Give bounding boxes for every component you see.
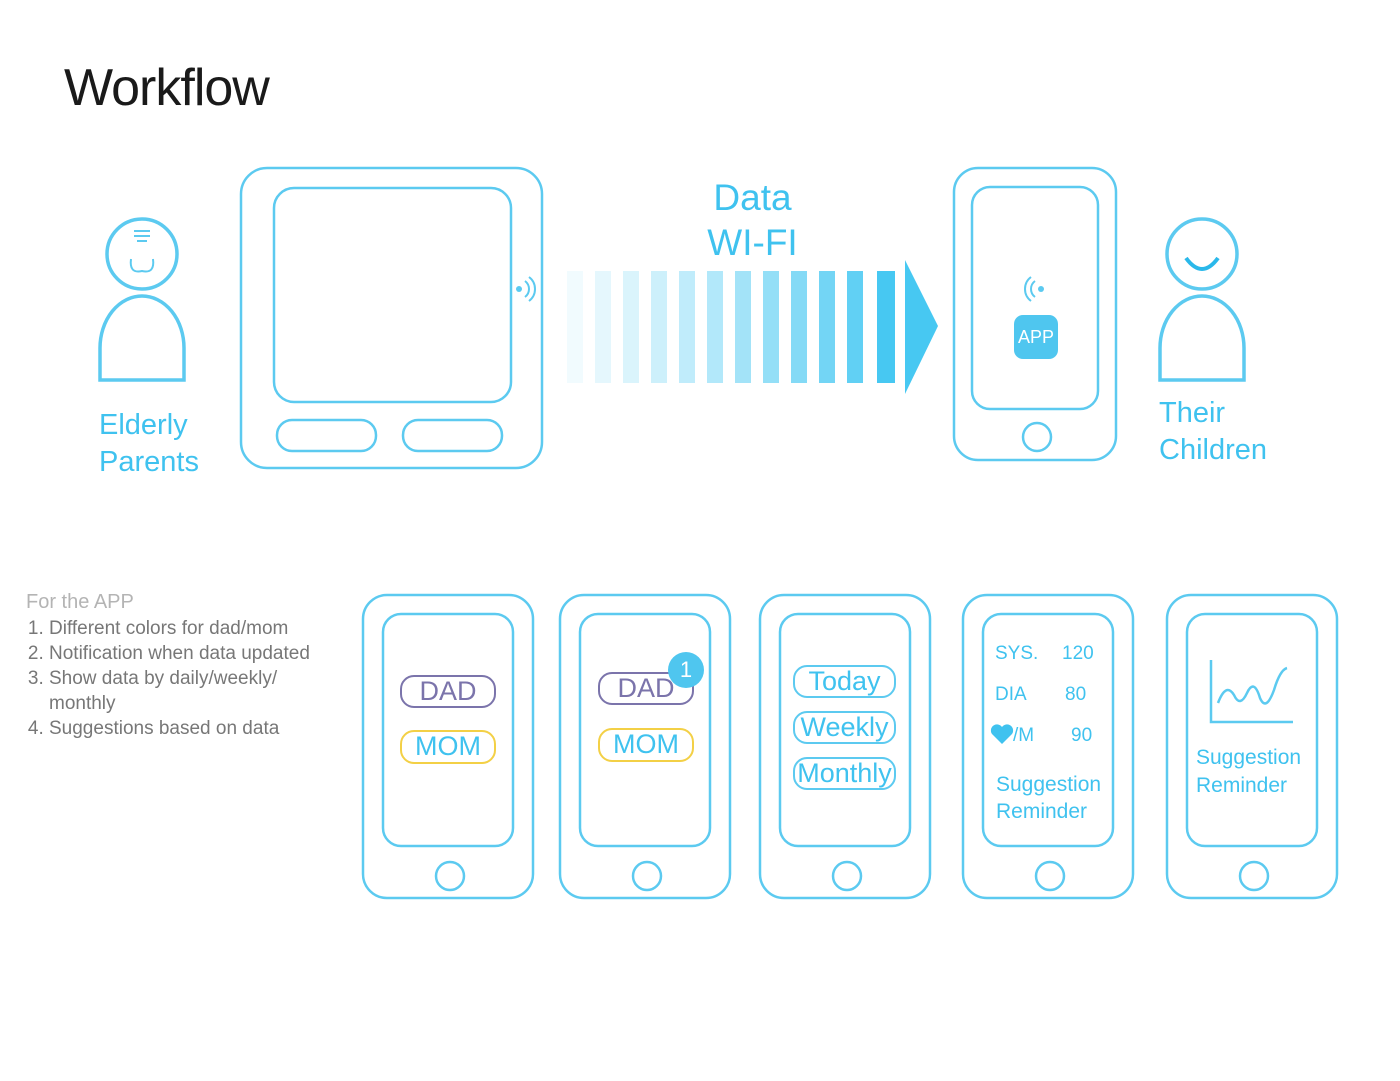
page-title: Workflow (64, 58, 269, 118)
suggestion-label: Suggestion (1196, 744, 1301, 772)
notes-list: Different colors for dad/mom Notificatio… (26, 616, 329, 741)
mom-button[interactable]: MOM (598, 728, 694, 762)
notes-item: Suggestions based on data (49, 716, 329, 741)
measuring-device (241, 168, 542, 468)
suggestion-reminder-text: Suggestion Reminder (996, 771, 1101, 825)
data-label: Data (680, 175, 825, 220)
notes-item: Show data by daily/weekly/ monthly (49, 666, 329, 716)
notes-item: Different colors for dad/mom (49, 616, 329, 641)
reminder-label: Reminder (996, 798, 1101, 825)
reminder-label: Reminder (1196, 772, 1301, 800)
their-children-label-line1: Their (1159, 395, 1267, 432)
phone-wifi-signal-icon (1025, 277, 1044, 301)
dia-label: DIA (995, 684, 1027, 706)
their-children-label-line2: Children (1159, 432, 1267, 469)
today-button[interactable]: Today (793, 665, 896, 698)
pulse-value: 90 (1071, 725, 1092, 747)
notification-badge: 1 (668, 652, 704, 688)
sys-value: 120 (1062, 643, 1094, 665)
notes-item: Notification when data updated (49, 641, 329, 666)
weekly-button[interactable]: Weekly (793, 711, 896, 744)
child-person-icon (1160, 219, 1244, 380)
receiver-phone (954, 168, 1116, 460)
dad-button[interactable]: DAD (400, 675, 496, 708)
line-chart-icon (1211, 660, 1293, 722)
monthly-button[interactable]: Monthly (793, 757, 896, 790)
notes-heading: For the APP (26, 590, 329, 615)
screen-4-phone (963, 595, 1133, 898)
heart-icon (991, 724, 1013, 744)
suggestion-label: Suggestion (996, 771, 1101, 798)
wifi-label: WI-FI (680, 220, 825, 265)
app-notes: For the APP Different colors for dad/mom… (26, 590, 329, 741)
data-wifi-label: Data WI-FI (680, 175, 825, 265)
dia-value: 80 (1065, 684, 1086, 706)
pulse-label: /M (1013, 725, 1034, 747)
screen-3-phone (760, 595, 930, 898)
wifi-signal-icon (516, 277, 535, 301)
elderly-parents-label: Elderly Parents (99, 407, 199, 481)
app-icon: APP (1014, 315, 1058, 359)
data-transfer-arrow-icon (567, 260, 938, 394)
elderly-person-icon (100, 219, 184, 380)
mom-button[interactable]: MOM (400, 730, 496, 764)
their-children-label: Their Children (1159, 395, 1267, 469)
sys-label: SYS. (995, 643, 1038, 665)
elderly-parents-label-line1: Elderly (99, 407, 199, 444)
suggestion-reminder-text: Suggestion Reminder (1196, 744, 1301, 800)
elderly-parents-label-line2: Parents (99, 444, 199, 481)
